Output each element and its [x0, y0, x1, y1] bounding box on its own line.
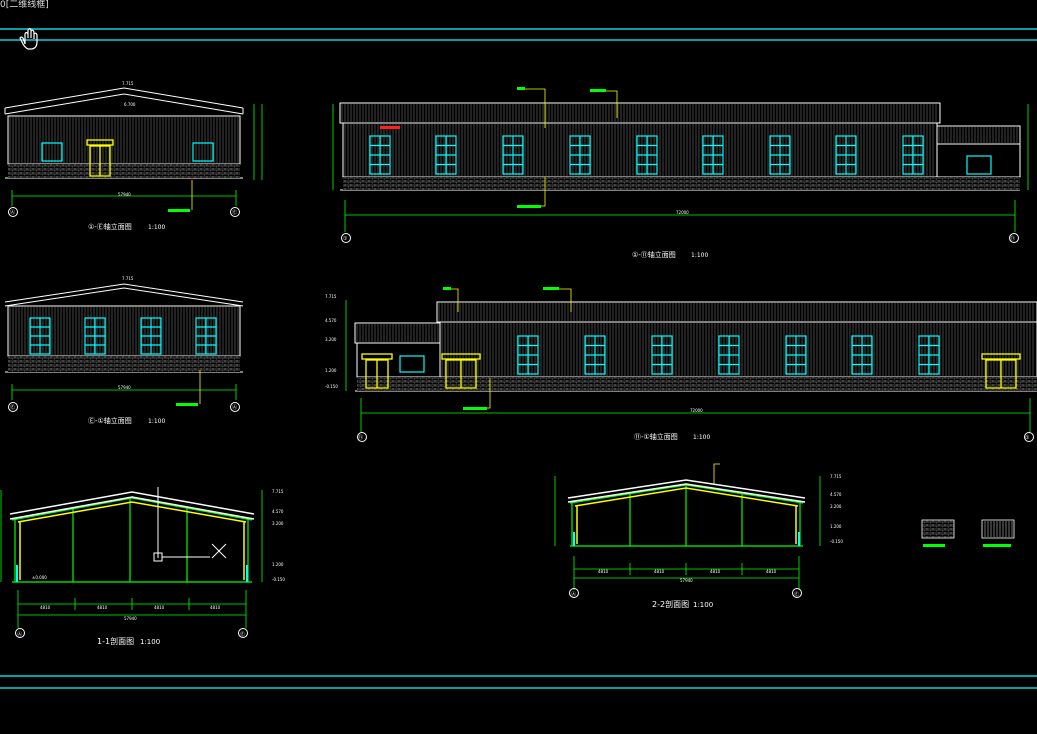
sec-2-dim-1: 4810: [654, 569, 665, 574]
sec-1-axis-right: Ⓔ: [240, 631, 245, 638]
sec-1-elev-3: 1.200: [272, 562, 284, 567]
sec-1-dim-0: 4810: [40, 605, 51, 610]
elev-a-ridge-elev: 6.700: [124, 102, 136, 107]
sec-1-axis-left: Ⓐ: [17, 631, 22, 638]
elev-d-axis-right: ①: [1025, 435, 1030, 441]
sec-1-floor: ±0.000: [32, 575, 47, 580]
sec-1-dim-2: 4810: [154, 605, 165, 610]
section-2-2: [554, 463, 821, 598]
sec-2-elev-4: -0.150: [830, 539, 843, 544]
sheet-frame: [0, 28, 1037, 689]
sec-2-elev-2: 3.200: [830, 504, 842, 509]
sec-1-dim-3: 4810: [210, 605, 221, 610]
sec-2-dim-total: 57940: [680, 578, 693, 583]
elev-a-axis-right: Ⓔ: [232, 209, 237, 216]
elev-d-axis-left: ⑪: [358, 434, 363, 441]
section-1-1: [0, 487, 263, 638]
sec-2-title: 2-2剖面图: [652, 599, 689, 609]
elev-d-scale: 1:100: [693, 434, 710, 441]
elev-d-elev-0: 7.715: [325, 294, 337, 299]
sec-2-dim-2: 4810: [710, 569, 721, 574]
sec-1-dim-total: 57940: [124, 616, 137, 621]
elev-d-elev-2: 3.200: [325, 337, 337, 342]
elev-b-dim: 57940: [118, 385, 131, 390]
elev-b-scale: 1:100: [148, 418, 165, 425]
elev-c-scale: 1:100: [691, 252, 708, 259]
sec-1-elev-1: 4.570: [272, 509, 284, 514]
elev-a-axis-left: Ⓐ: [10, 209, 15, 216]
elevation-c: [332, 87, 1029, 243]
elev-c-dim: 72000: [676, 210, 689, 215]
elev-a-dim: 57940: [118, 192, 131, 197]
elev-d-elev-4: -0.150: [325, 384, 338, 389]
elev-d-title: ⑪-①轴立面图: [634, 432, 678, 441]
sec-1-scale: 1:100: [140, 638, 160, 646]
elevation-b: [4, 283, 244, 412]
window-title: 0[二维线框]: [0, 0, 49, 10]
elev-d-elev-1: 4.570: [325, 318, 337, 323]
sec-2-elev-0: 7.715: [830, 474, 842, 479]
elev-b-title: Ⓔ-①轴立面图: [88, 416, 132, 425]
material-legend: [921, 519, 1015, 547]
sec-1-title: 1-1剖面图: [97, 636, 134, 646]
sec-1-elev-4: -0.150: [272, 577, 285, 582]
elev-d-elev-3: 1.200: [325, 368, 337, 373]
elev-b-top-elev: 7.715: [122, 276, 134, 281]
elev-a-title: ①-Ⓔ轴立面图: [88, 222, 132, 231]
sec-2-dim-0: 4810: [598, 569, 609, 574]
hand-pan-icon: [19, 27, 38, 50]
elevation-a: [4, 87, 263, 217]
elev-a-top-elev: 7.715: [122, 81, 134, 86]
sec-2-dim-3: 4810: [766, 569, 777, 574]
elev-b-axis-right: Ⓐ: [232, 404, 237, 411]
elev-b-axis-left: Ⓔ: [10, 404, 15, 411]
sec-2-elev-1: 4.570: [830, 492, 842, 497]
elevation-d: [345, 287, 1037, 442]
elev-d-dim: 72000: [690, 408, 703, 413]
elev-c-title: ①-⑪轴立面图: [632, 250, 676, 259]
elev-c-axis-right: ⑪: [1010, 235, 1015, 242]
sec-2-scale: 1:100: [693, 601, 713, 609]
sec-2-elev-3: 1.200: [830, 524, 842, 529]
sec-1-elev-2: 3.200: [272, 521, 284, 526]
sec-2-axis-left: Ⓐ: [571, 591, 576, 598]
sec-1-elev-0: 7.715: [272, 489, 284, 494]
elev-c-axis-left: ①: [343, 236, 348, 242]
elev-a-scale: 1:100: [148, 224, 165, 231]
sec-1-dim-1: 4810: [97, 605, 108, 610]
sec-2-axis-right: Ⓔ: [794, 591, 799, 598]
